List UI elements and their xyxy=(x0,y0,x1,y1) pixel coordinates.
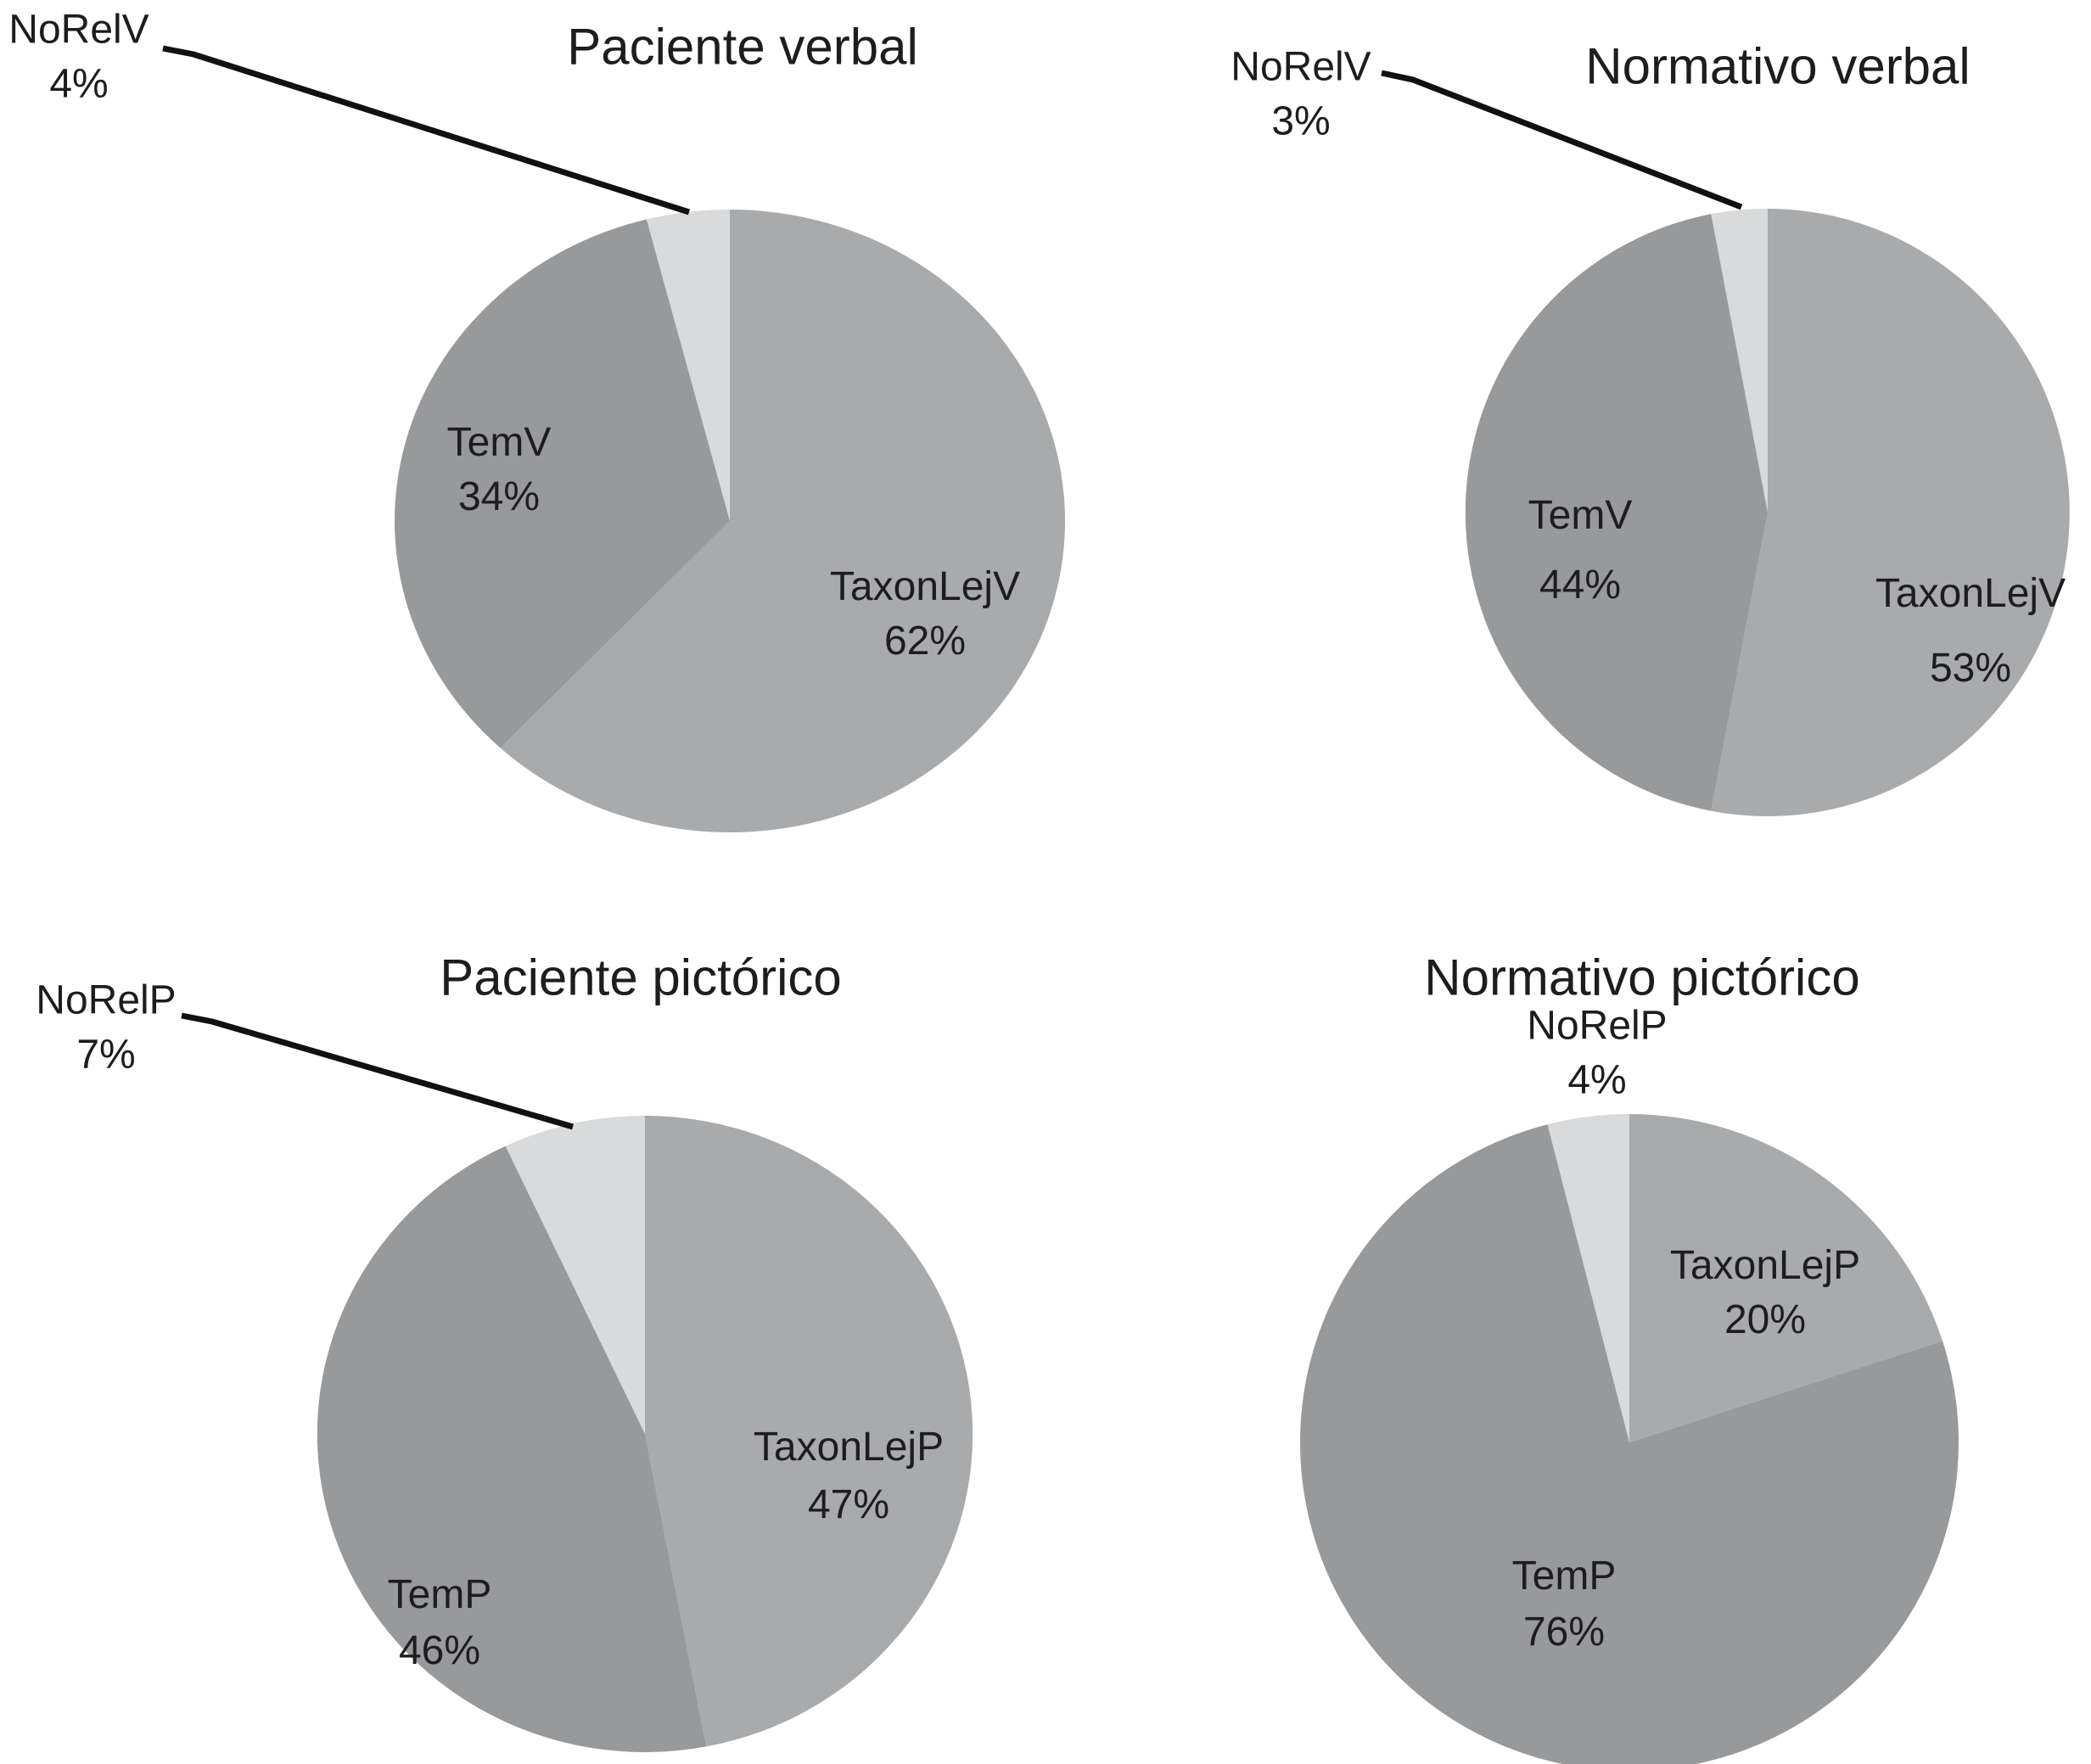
pie-slice-TaxonLejP xyxy=(645,1116,973,1747)
chart-title-normativo-pictorico: Normativo pictórico xyxy=(1424,949,1860,1006)
slice-label-temv-normativo: TemV xyxy=(1528,493,1633,538)
callout-label-text: NoRelV xyxy=(8,7,149,53)
chart-title-normativo-verbal: Normativo verbal xyxy=(1585,37,1970,95)
chart-title-paciente-verbal: Paciente verbal xyxy=(567,18,918,76)
pie-slice-TaxonLejV xyxy=(1711,209,2070,816)
slice-value-temv-normativo: 44% xyxy=(1539,563,1622,608)
slice-label-taxonlejp-normativo: TaxonLejP xyxy=(1669,1243,1861,1288)
chart-title-paciente-pictorico: Paciente pictórico xyxy=(440,949,842,1006)
callout-label-value: 3% xyxy=(1271,99,1331,144)
slice-value-taxonlejv-normativo: 53% xyxy=(1929,646,2012,691)
pie-slice-TemP xyxy=(1300,1124,1959,1764)
pie-slice-NoRelV xyxy=(1711,208,1768,512)
slice-label-temv-paciente: TemV xyxy=(446,420,552,465)
callout-label-text: NoRelP xyxy=(36,977,177,1023)
leader-line-norelv-paciente xyxy=(162,45,691,216)
pie-slice-TaxonLejP xyxy=(1629,1114,1942,1442)
leader-line-norelv-normativo xyxy=(1381,70,1743,210)
pie-slice-NoRelV xyxy=(646,209,730,521)
callout-label-text: NoRelV xyxy=(1230,44,1371,90)
slice-label-taxonlejv-paciente: TaxonLejV xyxy=(829,564,1021,609)
slice-value-temp-paciente: 46% xyxy=(398,1628,481,1673)
label-norelp-value: 4% xyxy=(1567,1058,1627,1103)
callout-label-norelv-normativo: NoRelV 3% xyxy=(1230,41,1371,150)
slice-label-taxonlejp-paciente: TaxonLejP xyxy=(753,1425,945,1470)
slice-label-taxonlejv-normativo: TaxonLejV xyxy=(1875,571,2066,616)
slice-label-temp-normativo: TemP xyxy=(1511,1554,1617,1599)
pie-slice-TemV xyxy=(1465,214,1768,811)
slice-value-taxonlejv-paciente: 62% xyxy=(883,619,967,664)
slice-value-taxonlejp-paciente: 47% xyxy=(807,1482,890,1527)
pie-slice-TaxonLejV xyxy=(500,210,1066,832)
pie-slice-TemP xyxy=(317,1145,707,1753)
leader-line-norelp-paciente xyxy=(181,1012,574,1130)
callout-label-value: 4% xyxy=(49,62,109,107)
pie-slice-NoRelP xyxy=(505,1116,645,1434)
callout-label-norelp-paciente: NoRelP 7% xyxy=(36,974,176,1084)
pie-slice-TemV xyxy=(395,219,730,748)
callout-label-value: 7% xyxy=(76,1033,136,1078)
slice-value-temv-paciente: 34% xyxy=(457,474,541,519)
label-norelp-normativo: NoRelP 4% xyxy=(1527,1000,1667,1109)
pie-slice-NoRelP xyxy=(1547,1114,1629,1442)
slice-value-temp-normativo: 76% xyxy=(1522,1610,1606,1655)
callout-label-norelv-paciente: NoRelV 4% xyxy=(8,3,149,113)
slice-label-temp-paciente: TemP xyxy=(387,1572,492,1617)
label-norelp-text: NoRelP xyxy=(1527,1003,1668,1049)
slice-value-taxonlejp-normativo: 20% xyxy=(1724,1297,1807,1342)
